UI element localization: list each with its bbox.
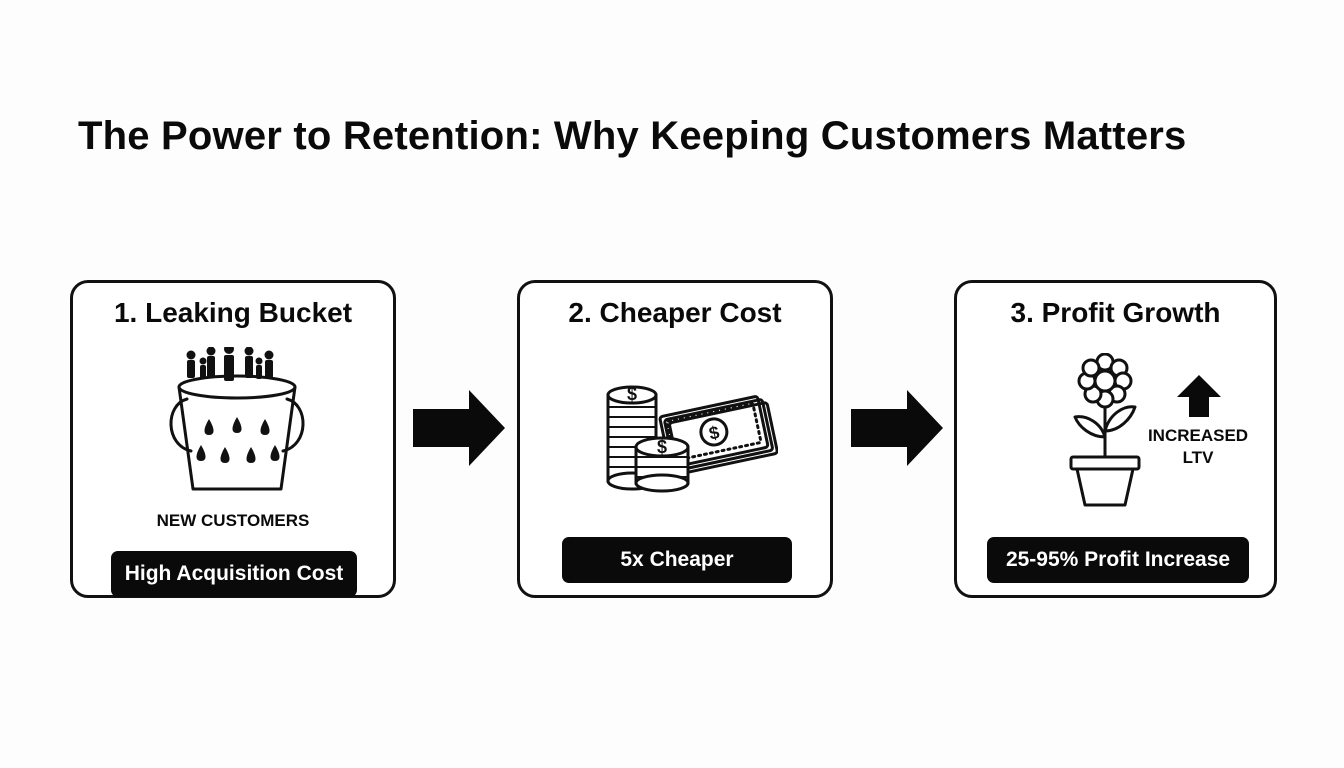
potted-flower-icon xyxy=(1069,353,1141,507)
step-card-cheaper-cost: 2. Cheaper Cost $ $ xyxy=(517,280,833,598)
step-heading: 3. Profit Growth xyxy=(1010,297,1221,328)
ltv-label: LTV xyxy=(1182,448,1214,467)
up-arrow-icon xyxy=(1177,375,1221,417)
step-card-profit-growth: 3. Profit Growth INCREASED LTV 25-95% Pr… xyxy=(954,280,1277,598)
svg-text:$: $ xyxy=(627,384,637,404)
increased-ltv-label: INCREASED LTV xyxy=(1143,425,1253,469)
leaking-bucket-icon xyxy=(169,347,305,491)
profit-badge: 25-95% Profit Increase xyxy=(987,537,1249,583)
right-arrow-icon xyxy=(413,390,505,466)
svg-text:$: $ xyxy=(657,437,667,457)
coins-and-cash-icon: $ $ $ xyxy=(606,384,778,493)
new-customers-caption: NEW CUSTOMERS xyxy=(156,511,310,530)
page-title: The Power to Retention: Why Keeping Cust… xyxy=(78,114,1187,158)
step-heading: 1. Leaking Bucket xyxy=(113,297,353,328)
step-card-leaking-bucket: 1. Leaking Bucket NEW CUSTOMERS xyxy=(70,280,396,598)
cost-badge: High Acquisition Cost xyxy=(111,551,357,597)
right-arrow-icon xyxy=(851,390,943,466)
savings-badge: 5x Cheaper xyxy=(562,537,792,583)
svg-text:$: $ xyxy=(707,422,721,444)
increased-label: INCREASED xyxy=(1147,426,1249,445)
step-heading: 2. Cheaper Cost xyxy=(568,297,782,328)
